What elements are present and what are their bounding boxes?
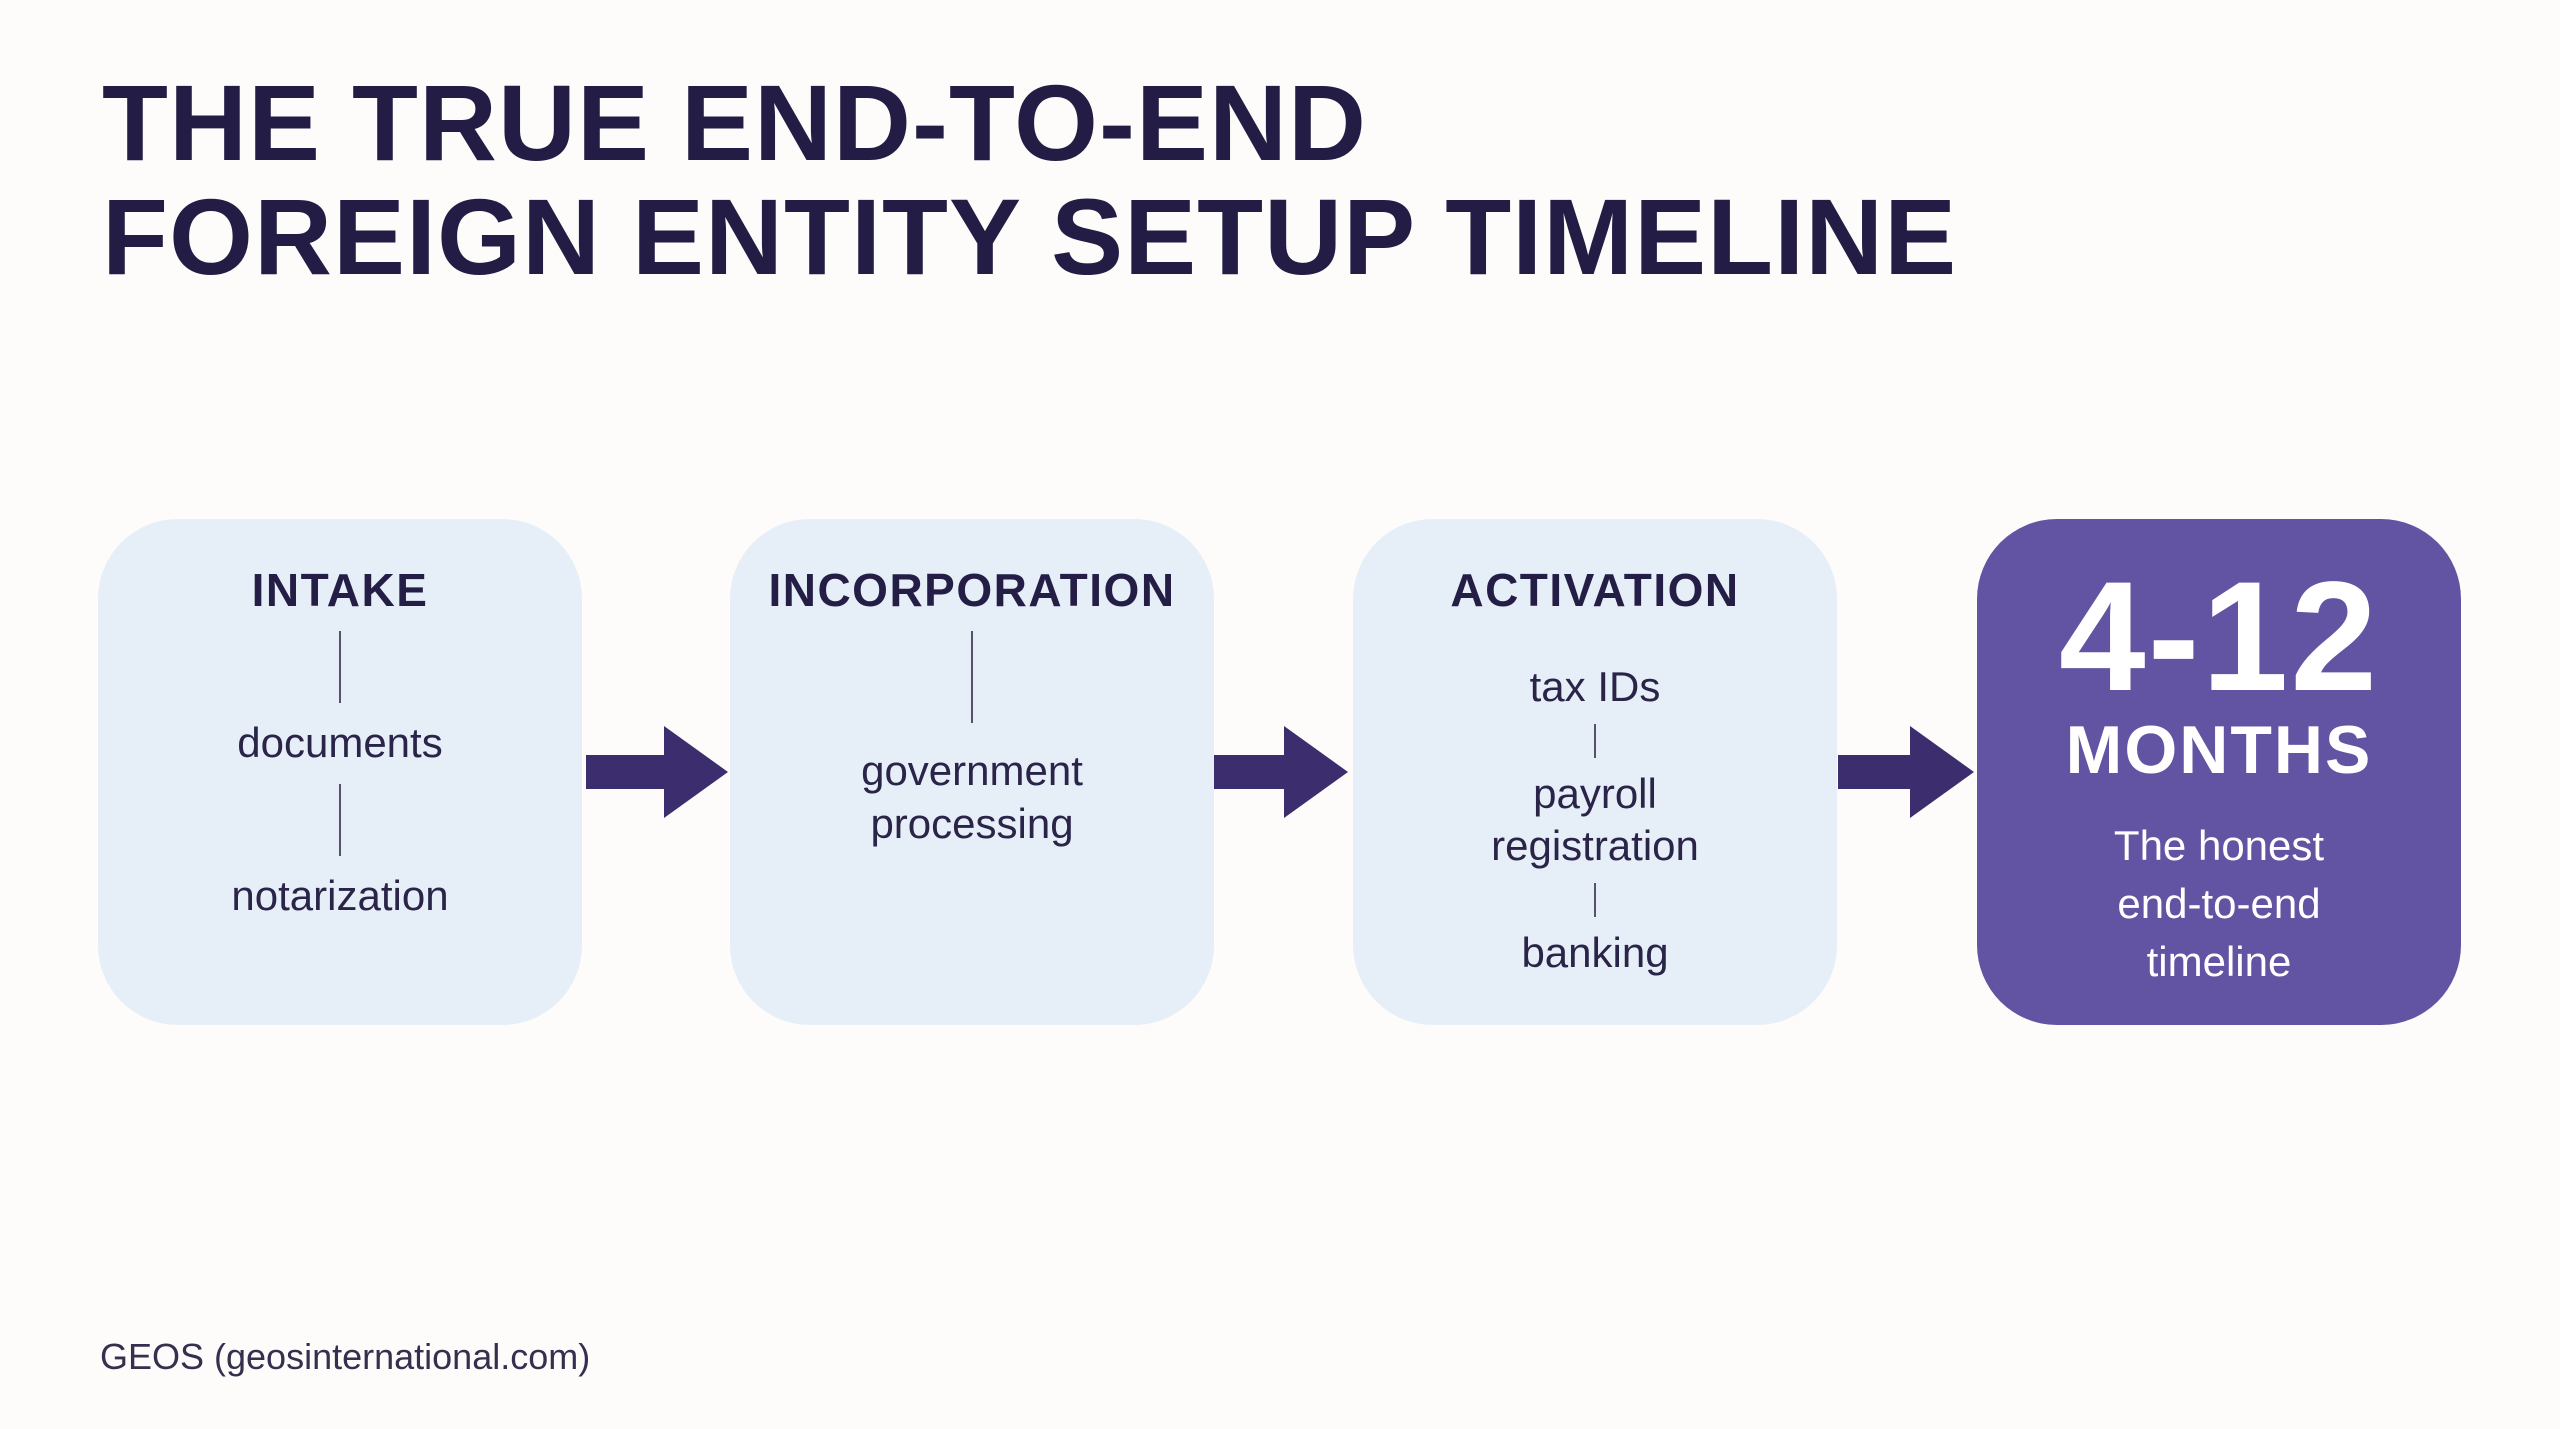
- arrow-right-icon: [586, 726, 728, 818]
- divider-line: [971, 631, 973, 723]
- result-unit: MONTHS: [2065, 712, 2373, 788]
- page-title-line-2: FOREIGN ENTITY SETUP TIMELINE: [102, 176, 1958, 298]
- arrow-right-icon: [1214, 726, 1348, 818]
- arrow-head: [1910, 726, 1974, 818]
- arrow-head: [664, 726, 728, 818]
- arrow-tail: [1214, 755, 1286, 789]
- result-caption: The honest end-to-end timeline: [2113, 822, 2325, 985]
- source-attribution: GEOS (geosinternational.com): [100, 1336, 591, 1377]
- step-title: INTAKE: [251, 564, 429, 616]
- page-title-line-1: THE TRUE END-TO-END: [102, 62, 1368, 183]
- divider-line: [1594, 723, 1596, 758]
- step-item: documents: [237, 719, 443, 766]
- arrow-right-icon: [1838, 726, 1974, 818]
- step-item: tax IDs: [1529, 663, 1661, 710]
- step-item: payroll registration: [1491, 769, 1699, 870]
- step-box-activation: ACTIVATION tax IDs payroll registration …: [1353, 519, 1837, 1025]
- divider-line: [339, 631, 341, 703]
- result-value: 4-12: [2058, 550, 2380, 724]
- step-box-incorporation: INCORPORATION government processing: [730, 519, 1214, 1025]
- step-title: INCORPORATION: [768, 564, 1176, 616]
- divider-line: [339, 783, 341, 856]
- result-box: 4-12 MONTHS The honest end-to-end timeli…: [1977, 519, 2461, 1025]
- step-item: notarization: [231, 871, 449, 919]
- arrow-tail: [1838, 755, 1912, 789]
- step-item: government processing: [861, 747, 1083, 847]
- arrow-head: [1284, 726, 1348, 818]
- step-item: banking: [1521, 928, 1669, 976]
- arrow-tail: [586, 755, 666, 789]
- page-title: THE TRUE END-TO-END FOREIGN ENTITY SETUP…: [102, 62, 1958, 298]
- step-box-intake: INTAKE documents notarization: [98, 519, 582, 1025]
- divider-line: [1594, 882, 1596, 917]
- step-title: ACTIVATION: [1450, 564, 1740, 616]
